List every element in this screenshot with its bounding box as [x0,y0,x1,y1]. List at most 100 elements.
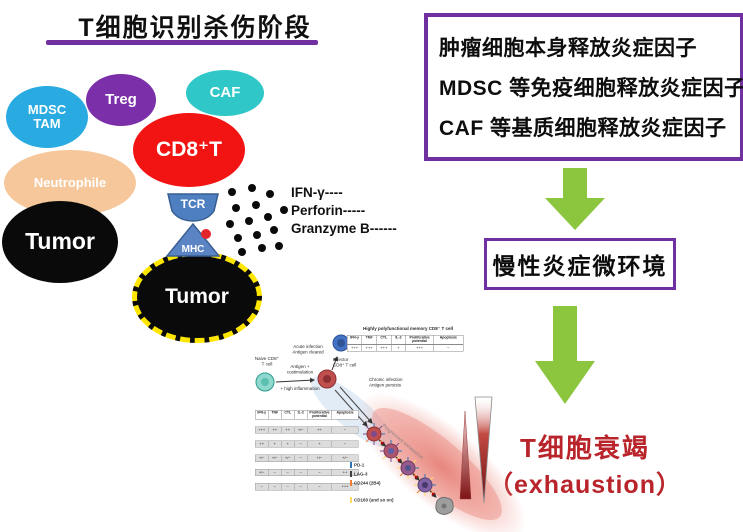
chronic-infection-label: Chronic infection Antigen persists [369,377,403,388]
exhausted-cells [363,423,436,496]
secretion-text: IFN-γ---- Perforin----- Granzyme B------ [291,184,397,238]
table-cell: − [307,483,332,491]
severity-wedge-icon [459,410,472,500]
exhaustion-result: T细胞衰竭 （exhaustion） [480,428,690,501]
tumor-left-label: Tumor [25,228,95,255]
table-row: +/−−−−−++ [255,468,359,477]
antigen-dot-icon [201,229,211,239]
table-cell: − [331,426,359,434]
legend-item: LAG-3 [350,471,435,477]
naive-cell-label: Naive CD8⁺ T cell [254,356,280,367]
cell-cd8-t: CD8⁺T [133,113,245,187]
table-cell: − [294,454,308,462]
table-row: −−−−−+++ [255,483,359,491]
table-cell: +/− [331,454,359,462]
down-arrow-icon [545,168,605,230]
neutrophile-label: Neutrophile [33,174,107,190]
factor-line-caf: CAF 等基质细胞释放炎症因子 [439,117,727,140]
table-cell: ++ [255,440,269,448]
secretion-dots [226,184,288,268]
table-cell: +/− [294,426,308,434]
memory-cell-icon [332,334,350,352]
table-cell: − [268,468,282,477]
table-cell: − [294,440,308,448]
perforin-label: Perforin----- [291,203,366,218]
granzyme-label: Granzyme B------ [291,221,397,236]
mdsc-label: MDSC [27,101,67,117]
table-cell: +/− [255,454,269,462]
treg-label: Treg [105,90,137,108]
table-cell: +++ [347,344,363,352]
legend-label: PD-1 [354,462,365,468]
table-cell: − [294,483,308,491]
mhc-label: MHC [181,244,205,255]
mhc-molecule: MHC [165,222,221,257]
legend-item: CD244 (2B4) [350,480,435,486]
ifn-gamma-label: IFN-γ---- [291,185,343,200]
potential-wedge-icon [474,396,493,504]
table-cell: CTL [281,410,295,420]
legend-item: PD-1 [350,462,435,468]
table-row: ++++−+− [255,440,359,448]
table-cell: CTL [376,335,392,345]
exhaustion-figure: Progressive exhaustion [232,312,542,532]
effector-cell-label: Effector CD8⁺ T cell [333,357,357,368]
table-cell: +++ [255,426,269,434]
table-cell: Apoptosis [433,335,464,345]
legend-label: CD244 (2B4) [354,480,381,486]
table-row: +++++++++++++− [347,344,464,352]
title-underline [46,40,318,45]
page-title: T细胞识别杀伤阶段 [78,14,312,42]
table-cell: + [390,344,406,352]
table-cell: − [281,468,295,477]
tam-label: TAM [33,116,61,131]
table-cell: + [281,440,295,448]
chronic-inflammation-box: 慢性炎症微环境 [484,238,676,290]
cd8-t-label: CD8⁺T [156,138,222,162]
table-cell: +++ [361,344,377,352]
exhaustion-subtitle: （exhaustion） [488,471,682,499]
tcr-banner-icon [167,193,219,222]
high-inflammation-label: + high inflammation [280,386,320,391]
table-cell: ++ [331,468,359,477]
table-cell: +/− [255,468,269,477]
legend-item: CD160 (and so on) [350,497,435,503]
legend-label: CD160 (and so on) [354,497,394,503]
table-cell: ++ [307,426,332,434]
factor-line-mdsc: MDSC 等免疫细胞释放炎症因子 [439,77,743,100]
table-cell: − [331,440,359,448]
tumor-target-label: Tumor [165,285,229,309]
exhaustion-title: T细胞衰竭 [520,433,650,463]
table-cell: + [268,440,282,448]
table-cell: − [268,483,282,491]
mhc-triangle-icon [165,222,221,257]
tcr-receptor: TCR [167,193,219,223]
receptor-marker-icon [350,471,352,477]
table-cell: − [433,344,464,352]
table-cell: +/− [307,454,332,462]
table-cell: +++ [376,344,392,352]
cell-tumor-left: Tumor [2,201,118,283]
caf-label: CAF [209,83,241,101]
table-cell: − [255,483,269,491]
table-row: ++++++++/−++− [255,426,359,434]
figure-illustration: Progressive exhaustion [255,334,527,532]
table-cell: IL-2 [390,335,406,345]
table-cell: − [281,483,295,491]
factor-line-tumor: 肿瘤细胞本身释放炎症因子 [439,37,697,60]
receptor-marker-icon [350,497,352,503]
cell-mdsc-tam: MDSC TAM [6,86,88,148]
table-cell: − [294,468,308,477]
receptor-marker-icon [350,480,352,486]
table-cell: ++ [281,426,295,434]
table-cell: ++ [268,426,282,434]
antigen-costimulation-label: Antigen + costimulation [286,364,314,375]
receptor-marker-icon [350,462,352,468]
table-cell: − [307,468,332,477]
table-cell: +++ [405,344,434,352]
